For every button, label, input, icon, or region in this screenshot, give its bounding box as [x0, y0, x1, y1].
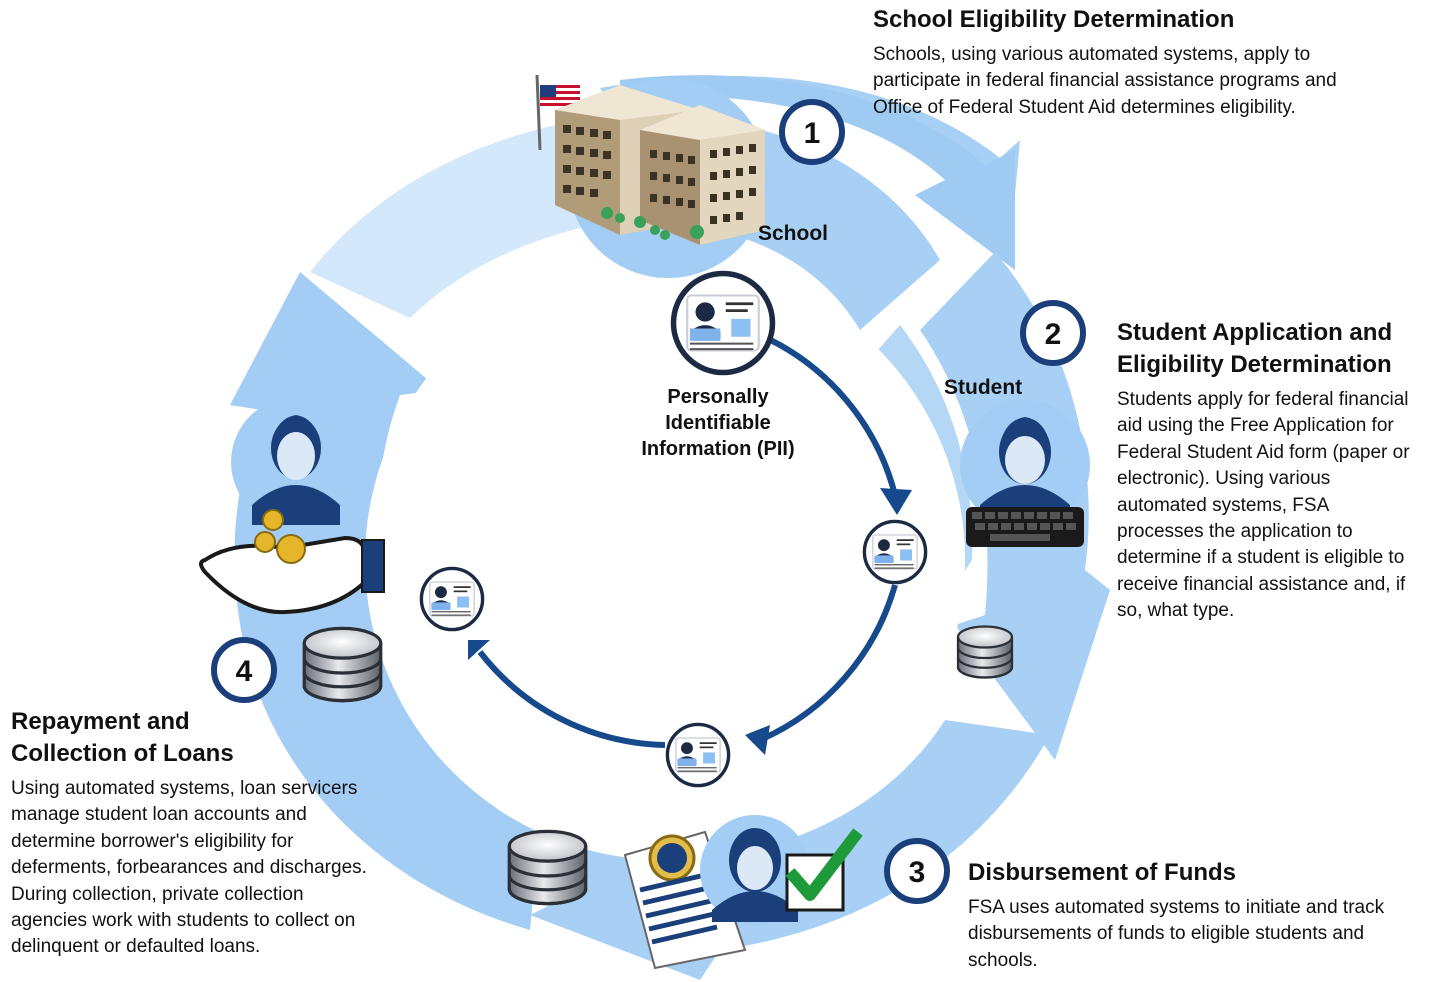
recipient-person-icon: [712, 828, 798, 922]
student-database-icon: [956, 625, 1014, 679]
disbursement-database-icon: [507, 829, 588, 906]
ring-arrow-1: [620, 75, 1015, 270]
step-4-title-line-1: Repayment and: [11, 708, 190, 735]
step-1-title: School Eligibility Determination: [873, 6, 1235, 33]
flagpole: [535, 74, 542, 151]
step-2-description: Students apply for federal financial aid…: [1117, 389, 1410, 622]
pii-main-icon: [674, 274, 773, 373]
step-3-text: Disbursement of Funds FSA uses automated…: [968, 857, 1408, 974]
pii-arrowhead-2: [745, 725, 770, 755]
checkmark-icon: [785, 828, 863, 912]
loan-database-icon: [302, 626, 383, 703]
step-badge-4: 4: [211, 637, 277, 703]
pii-icon-bottom: [665, 722, 731, 788]
step-2-title-line-2: Eligibility Determination: [1117, 351, 1392, 378]
step-4-title-line-2: Collection of Loans: [11, 740, 234, 767]
pii-label-line-2: Identifiable: [665, 412, 771, 434]
step-4-text: Repayment and Collection of Loans Using …: [11, 706, 391, 961]
step-3-title: Disbursement of Funds: [968, 859, 1237, 886]
step-4-description: Using automated systems, loan servicers …: [11, 778, 367, 958]
step-2-title-line-1: Student Application and: [1117, 319, 1393, 346]
step-number-2: 2: [1045, 318, 1062, 351]
pii-icon-right: [862, 519, 928, 585]
student-label: Student: [944, 376, 1023, 399]
repayment-node: [199, 397, 385, 703]
pii-arrowhead-1: [880, 488, 912, 515]
step-3-description: FSA uses automated systems to initiate a…: [968, 897, 1385, 971]
ring-segment-1: [600, 75, 1020, 250]
pii-label-line-3: Information (PII): [641, 438, 795, 460]
disbursement-node: [507, 815, 863, 970]
pii-icon-left: [419, 566, 485, 632]
step-1-description: Schools, using various automated systems…: [873, 44, 1337, 118]
cycle-ring: [230, 75, 1110, 980]
keyboard-icon: [966, 507, 1084, 547]
step-number-3: 3: [909, 856, 926, 889]
pii-arrowhead-3: [468, 640, 490, 660]
school-building-icon: [555, 85, 765, 245]
pii-label-line-1: Personally: [667, 386, 769, 408]
step-badge-3: 3: [884, 838, 950, 904]
pii-flow-circle: [468, 332, 912, 755]
step-1-text: School Eligibility Determination Schools…: [873, 4, 1393, 121]
school-label: School: [758, 222, 829, 245]
student-node: [956, 400, 1090, 679]
step-badge-1: 1: [779, 99, 845, 165]
pii-label: Personally Identifiable Information (PII…: [598, 384, 838, 462]
step-badge-2: 2: [1020, 300, 1086, 366]
school-node: [535, 74, 768, 278]
step-number-1: 1: [804, 117, 821, 150]
step-number-4: 4: [236, 655, 253, 688]
hand-with-coins-icon: [199, 509, 385, 615]
step-2-text: Student Application and Eligibility Dete…: [1117, 317, 1435, 625]
borrower-person-icon: [252, 415, 340, 525]
